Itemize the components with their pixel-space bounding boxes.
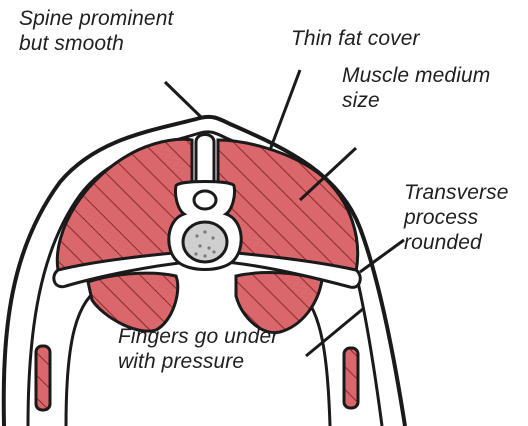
label-spine-prominent: Spine prominent but smooth xyxy=(19,6,173,56)
label-line: rounded xyxy=(404,230,508,255)
leader-line-fat xyxy=(270,70,300,150)
left-side-muscle xyxy=(36,346,50,410)
label-line: size xyxy=(342,88,490,113)
label-fingers-pressure: Fingers go under with pressure xyxy=(118,324,278,374)
label-line: Muscle medium xyxy=(342,63,490,88)
label-line: Spine prominent xyxy=(19,6,173,31)
label-line: Transverse xyxy=(404,180,508,205)
label-line: Fingers go under xyxy=(118,324,278,349)
label-transverse-process: Transverse process rounded xyxy=(404,180,508,255)
label-line: but smooth xyxy=(19,31,173,56)
right-side-muscle xyxy=(344,348,358,408)
label-line: process xyxy=(404,205,508,230)
label-thin-fat-cover: Thin fat cover xyxy=(291,26,420,51)
lower-left-muscle xyxy=(88,273,178,331)
leader-line-spine xyxy=(165,82,202,118)
spinal-canal xyxy=(194,191,216,209)
spinous-process xyxy=(196,135,214,187)
label-line: Thin fat cover xyxy=(291,26,420,51)
label-muscle-size: Muscle medium size xyxy=(342,63,490,113)
label-line: with pressure xyxy=(118,349,278,374)
